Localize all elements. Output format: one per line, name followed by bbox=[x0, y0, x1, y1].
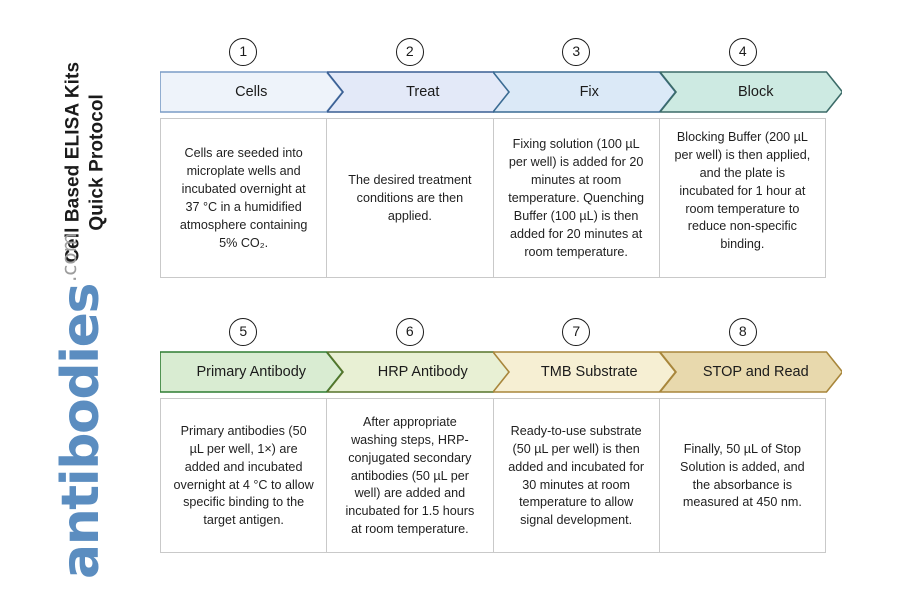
flow-row-2: 5 6 7 8 Primary Antibody HRP Antibody TMB Sub… bbox=[160, 318, 842, 393]
flow-step-6-label: HRP Antibody bbox=[377, 364, 468, 380]
description-text-8: Finally, 50 µL of Stop Solution is added… bbox=[680, 441, 805, 510]
flow-step-3-label: Fix bbox=[579, 84, 599, 100]
flow-step-4-chevron[interactable]: Block bbox=[659, 71, 842, 113]
chevron-bar-2: Primary Antibody HRP Antibody TMB Substrat… bbox=[160, 351, 842, 393]
description-text-1: Cells are seeded into microplate wells a… bbox=[179, 146, 308, 250]
step-number-row-2: 5 6 7 8 bbox=[160, 318, 826, 351]
flow-step-8-chevron[interactable]: STOP and Read bbox=[659, 351, 842, 393]
description-text-4: Blocking Buffer (200 µL per well) is the… bbox=[674, 130, 811, 252]
description-cell-3: Fixing solution (100 µL per well) is add… bbox=[494, 119, 660, 277]
step-number-8: 8 bbox=[728, 318, 757, 346]
flow-row-1: 1 2 3 4 Cells Treat Fix Block bbox=[160, 38, 842, 113]
chevron-shape bbox=[659, 71, 842, 113]
flow-step-7-chevron[interactable]: TMB Substrate bbox=[493, 351, 676, 393]
description-cell-1: Cells are seeded into microplate wells a… bbox=[161, 119, 328, 277]
flow-step-4-label: Block bbox=[738, 84, 774, 100]
description-text-2: The desired treatment conditions are the… bbox=[348, 173, 472, 223]
description-text-7: Ready-to-use substrate (50 µL per well) … bbox=[508, 423, 645, 528]
flow-step-8-label: STOP and Read bbox=[702, 364, 809, 380]
description-cell-4: Blocking Buffer (200 µL per well) is the… bbox=[660, 119, 825, 277]
chevron-shape bbox=[659, 351, 842, 393]
flow-step-1-chevron[interactable]: Cells bbox=[160, 71, 343, 113]
antibodies-logo: antibodies.com bbox=[51, 233, 111, 579]
description-text-6: After appropriate washing steps, HRP-con… bbox=[345, 414, 475, 537]
description-cell-5: Primary antibodies (50 µL per well, 1×) … bbox=[161, 399, 328, 552]
flow-step-5-chevron[interactable]: Primary Antibody bbox=[160, 351, 343, 393]
step-number-row-1: 1 2 3 4 bbox=[160, 38, 826, 71]
step-number-2: 2 bbox=[395, 38, 424, 66]
flow-step-6-chevron[interactable]: HRP Antibody bbox=[326, 351, 509, 393]
flow-step-3-chevron[interactable]: Fix bbox=[493, 71, 676, 113]
description-text-5: Primary antibodies (50 µL per well, 1×) … bbox=[173, 423, 314, 528]
step-number-5: 5 bbox=[229, 318, 258, 346]
chevron-bar-1: Cells Treat Fix Block bbox=[160, 71, 842, 113]
description-table-1: Cells are seeded into microplate wells a… bbox=[160, 118, 826, 278]
flow-step-2-chevron[interactable]: Treat bbox=[326, 71, 509, 113]
flow-step-2-label: Treat bbox=[406, 84, 440, 100]
logo-wordmark: antibodies bbox=[51, 283, 111, 579]
description-cell-7: Ready-to-use substrate (50 µL per well) … bbox=[494, 399, 660, 552]
description-table-2: Primary antibodies (50 µL per well, 1×) … bbox=[160, 398, 826, 553]
flow-step-5-label: Primary Antibody bbox=[196, 364, 307, 380]
step-number-6: 6 bbox=[395, 318, 424, 346]
logo-domain-suffix: .com bbox=[57, 232, 81, 282]
flow-step-7-label: TMB Substrate bbox=[540, 364, 638, 380]
step-number-4: 4 bbox=[728, 38, 757, 66]
flow-step-1-label: Cells bbox=[235, 84, 268, 100]
description-cell-8: Finally, 50 µL of Stop Solution is added… bbox=[660, 399, 825, 552]
description-text-3: Fixing solution (100 µL per well) is add… bbox=[508, 137, 645, 259]
description-cell-2: The desired treatment conditions are the… bbox=[327, 119, 494, 277]
step-number-1: 1 bbox=[229, 38, 258, 66]
description-cell-6: After appropriate washing steps, HRP-con… bbox=[327, 399, 494, 552]
step-number-7: 7 bbox=[562, 318, 591, 346]
step-number-3: 3 bbox=[562, 38, 591, 66]
